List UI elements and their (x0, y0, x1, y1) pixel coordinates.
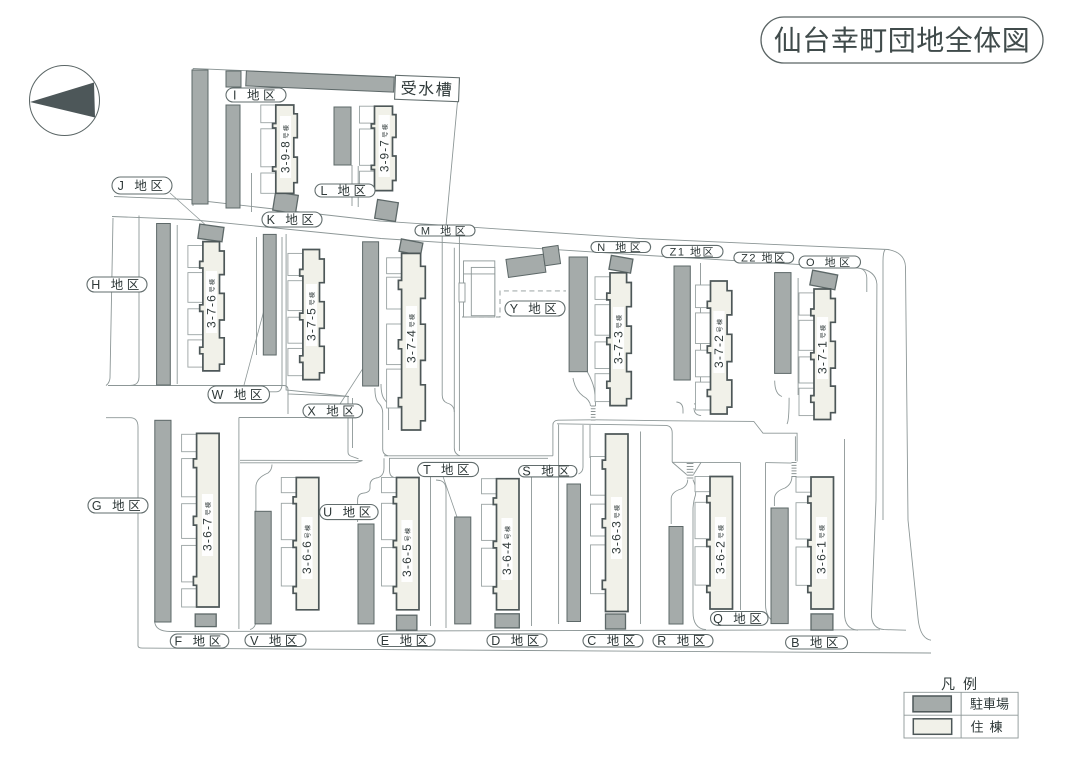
svg-text:B 地区: B 地区 (791, 636, 842, 650)
svg-text:受水槽: 受水槽 (400, 79, 453, 99)
svg-text:E 地区: E 地区 (381, 634, 432, 648)
svg-text:N 地区: N 地区 (597, 241, 644, 254)
svg-text:Z1 地区: Z1 地区 (670, 246, 715, 259)
svg-text:U 地区: U 地区 (323, 506, 375, 520)
svg-text:住棟: 住棟 (970, 720, 1008, 735)
svg-text:V 地区: V 地区 (250, 634, 301, 648)
svg-text:D 地区: D 地区 (491, 634, 543, 648)
svg-text:S 地区: S 地区 (522, 465, 573, 479)
svg-text:H 地区: H 地区 (91, 278, 143, 292)
svg-text:M 地区: M 地区 (421, 225, 469, 238)
svg-text:3-9-7号棟: 3-9-7号棟 (379, 123, 391, 172)
svg-text:F 地区: F 地区 (175, 635, 225, 649)
svg-text:I 地区: I 地区 (233, 89, 279, 103)
svg-text:X 地区: X 地区 (307, 404, 358, 418)
svg-text:L 地区: L 地区 (321, 184, 370, 198)
svg-text:C 地区: C 地区 (587, 634, 639, 648)
svg-text:仙台幸町団地全体図: 仙台幸町団地全体図 (774, 25, 1031, 56)
svg-text:駐車場: 駐車場 (970, 697, 1009, 712)
svg-text:O 地区: O 地区 (806, 256, 854, 269)
svg-text:R 地区: R 地区 (657, 634, 709, 648)
svg-text:G 地区: G 地区 (92, 499, 144, 513)
svg-text:T 地区: T 地区 (423, 463, 473, 477)
svg-text:W 地区: W 地区 (212, 388, 266, 402)
svg-text:Z2 地区: Z2 地区 (741, 252, 786, 265)
svg-text:凡例: 凡例 (941, 676, 985, 692)
svg-text:Q 地区: Q 地区 (713, 612, 765, 626)
svg-text:K 地区: K 地区 (267, 213, 318, 227)
svg-text:J 地区: J 地区 (118, 179, 167, 193)
svg-text:3-9-8号棟: 3-9-8号棟 (281, 124, 293, 173)
svg-text:Y 地区: Y 地区 (510, 302, 561, 316)
